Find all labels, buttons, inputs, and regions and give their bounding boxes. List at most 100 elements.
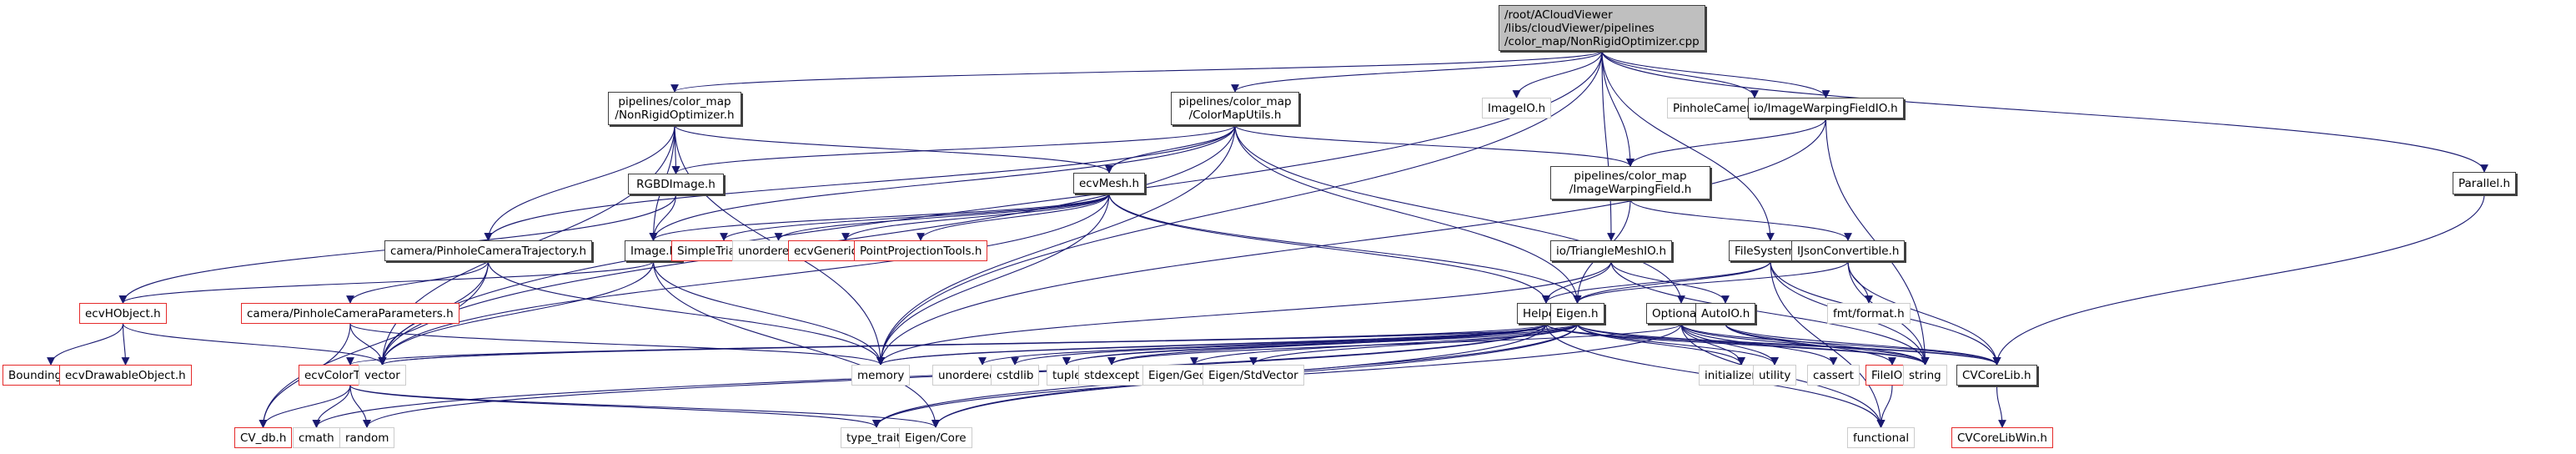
edge-cmu-to-iwf <box>1234 124 1634 167</box>
edge-iwfio-to-iwf <box>1626 118 1827 167</box>
edge-trimeshio-to-string <box>1610 260 1930 366</box>
edge-colortypes-to-cvdb <box>259 385 351 428</box>
edge-helper-to-cmath <box>312 323 1547 428</box>
edge-root-to-iwf <box>1601 50 1634 167</box>
edge-optional-to-stdexcept <box>1107 323 1682 366</box>
node-stdexcept: stdexcept <box>1078 365 1146 386</box>
edge-ecvmesh-to-memory <box>876 193 1110 366</box>
edge-image-to-vector <box>378 260 655 366</box>
edge-cmu-to-image <box>649 124 1236 241</box>
node-root[interactable]: /root/ACloudViewer /libs/cloudViewer/pip… <box>1499 5 1705 51</box>
edge-image-to-hobj <box>118 260 655 304</box>
edge-nro-to-pct <box>484 124 675 241</box>
node-parallel[interactable]: Parallel.h <box>2453 172 2517 194</box>
node-imgio: ImageIO.h <box>1482 98 1552 119</box>
edge-ecvmesh-to-eigen <box>1108 193 1582 304</box>
node-functional: functional <box>1847 427 1916 448</box>
node-string: string <box>1903 365 1947 386</box>
node-ecore: Eigen/Core <box>899 427 972 448</box>
edge-ecvmesh-to-helper <box>1108 193 1550 304</box>
edge-root-to-vector <box>378 50 1603 366</box>
edge-eigen-to-cvcore <box>1576 323 2001 366</box>
edge-iwfio-to-memory <box>876 118 1827 366</box>
edge-eigen-to-colortypes <box>346 323 1579 366</box>
edge-eigen-to-utility <box>1576 323 1779 366</box>
node-pct[interactable]: camera/PinholeCameraTrajectory.h <box>384 240 593 261</box>
edge-pcp-to-vector <box>349 323 387 366</box>
edge-iwf-to-ijson <box>1629 199 1852 241</box>
node-random: random <box>339 427 395 448</box>
edge-cmu-to-pct <box>484 124 1236 241</box>
node-ijson[interactable]: IJsonConvertible.h <box>1791 240 1906 261</box>
edge-cmu-to-rgbd <box>671 124 1236 174</box>
edge-cmu-to-eigen <box>1234 124 1582 304</box>
node-iwf[interactable]: pipelines/color_map /ImageWarpingField.h <box>1550 166 1710 199</box>
edge-colortypes-to-ecore <box>349 385 940 428</box>
edge-colortypes-to-random <box>349 385 371 428</box>
node-utility: utility <box>1753 365 1797 386</box>
edge-eigen-to-string <box>1576 323 1930 366</box>
edge-eigen-to-estdvec <box>1249 323 1579 366</box>
node-cmath: cmath <box>293 427 340 448</box>
edge-root-to-iwfio <box>1601 50 1830 98</box>
node-cvdb[interactable]: CV_db.h <box>234 427 293 448</box>
node-cvcore[interactable]: CVCoreLib.h <box>1956 365 2037 386</box>
edge-ecvmesh-to-simpletri <box>720 193 1110 241</box>
edge-fs-to-eigen <box>1573 260 1771 304</box>
edge-hobj-to-bbox <box>47 323 124 366</box>
edge-fs-to-helper <box>1542 260 1771 304</box>
node-iwfio[interactable]: io/ImageWarpingFieldIO.h <box>1748 98 1904 119</box>
edge-root-to-nro <box>670 50 1603 93</box>
node-eigen[interactable]: Eigen.h <box>1550 303 1604 324</box>
edge-hobj-to-drawable <box>121 323 130 366</box>
edge-cmu-to-optional <box>1234 124 1685 304</box>
edge-pcp-to-memory <box>349 323 885 366</box>
edge-root-to-memory <box>876 50 1603 366</box>
edge-nro-to-ecvmesh <box>674 124 1113 174</box>
edge-optional-to-utility <box>1680 323 1779 366</box>
edge-root-to-imgio <box>1512 50 1603 98</box>
edge-optional-to-initlist <box>1680 323 1745 366</box>
node-fmt: fmt/format.h <box>1827 303 1911 324</box>
edge-ecvmesh-to-genmesh <box>841 193 1110 241</box>
node-nro[interactable]: pipelines/color_map /NonRigidOptimizer.h <box>608 92 741 125</box>
node-autoio[interactable]: AutoIO.h <box>1695 303 1756 324</box>
edge-ecvmesh-to-image <box>649 193 1110 241</box>
node-cvcorewin[interactable]: CVCoreLibWin.h <box>1951 427 2053 448</box>
edge-hobj-to-vector <box>122 323 387 366</box>
node-ppt[interactable]: PointProjectionTools.h <box>854 240 988 261</box>
node-ecvmesh[interactable]: ecvMesh.h <box>1073 173 1146 194</box>
edge-parallel-to-cvcore <box>1992 194 2485 366</box>
edge-trimeshio-to-memory <box>876 260 1612 366</box>
edge-autoio-to-string <box>1725 323 1930 366</box>
node-pcp[interactable]: camera/PinholeCameraParameters.h <box>241 303 459 324</box>
edge-colortypes-to-typetraits <box>349 385 881 428</box>
edge-ijson-to-cvcore <box>1847 260 2001 366</box>
edge-optional-to-cvcore <box>1680 323 2001 366</box>
edge-cvcore-to-cvcorewin <box>1996 385 2006 428</box>
edge-cmu-to-memory <box>876 124 1236 366</box>
edge-root-to-trimeshio <box>1601 50 1615 241</box>
edge-optional-to-cassert <box>1680 323 1838 366</box>
node-rgbd[interactable]: RGBDImage.h <box>628 174 724 194</box>
edge-eigen-to-initlist <box>1576 323 1745 366</box>
node-estdvec: Eigen/StdVector <box>1203 365 1304 386</box>
edge-root-to-fs <box>1601 50 1775 241</box>
edge-autoio-to-cvcore <box>1725 323 2001 366</box>
edge-trimeshio-to-autoio <box>1610 260 1730 304</box>
node-cmu[interactable]: pipelines/color_map /ColorMapUtils.h <box>1171 92 1299 125</box>
edge-root-to-pctio <box>1601 50 1759 98</box>
edge-pct-to-pcp <box>346 260 490 304</box>
node-vector: vector <box>359 365 406 386</box>
node-cassert: cassert <box>1807 365 1860 386</box>
node-trimeshio[interactable]: io/TriangleMeshIO.h <box>1550 240 1673 261</box>
edge-ijson-to-eigen <box>1573 260 1849 304</box>
edge-optional-to-string <box>1680 323 1930 366</box>
edge-root-to-parallel <box>1601 50 2488 173</box>
node-drawable[interactable]: ecvDrawableObject.h <box>59 365 192 386</box>
node-hobj[interactable]: ecvHObject.h <box>79 303 167 324</box>
edge-image-to-ecore <box>652 260 940 428</box>
edge-eigen-to-tuple <box>1062 323 1579 366</box>
